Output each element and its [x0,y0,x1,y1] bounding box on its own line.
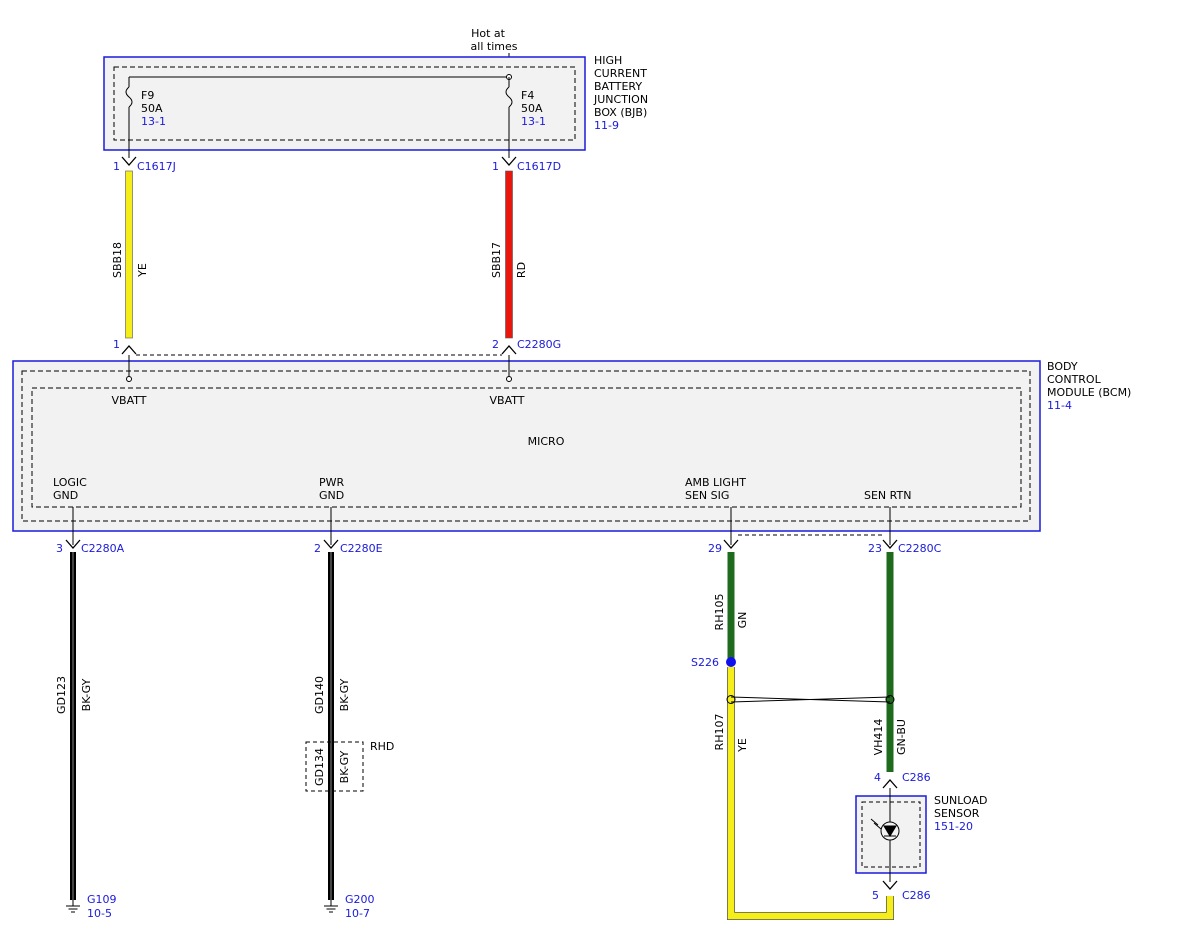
bjb-label-3: BATTERY [594,80,642,93]
fuse-f4-ref: 13-1 [521,115,546,128]
wire-rh105-circuit: RH105 [713,594,726,631]
c2280c-name: C2280C [898,542,942,555]
c1617j-pin: 1 [113,160,120,173]
c2280a-pin: 3 [56,542,63,555]
c286-top-name: C286 [902,771,931,784]
wire-gd140-circuit: GD140 [313,676,326,714]
bjb-label-2: CURRENT [594,67,647,80]
c2280e-name: C2280E [340,542,383,555]
bcm-label-1: BODY [1047,360,1078,373]
bcm-logic-gnd-line1: LOGIC [53,476,87,489]
bcm-ref: 11-4 [1047,399,1072,412]
wire-gd123-circuit: GD123 [55,676,68,714]
twisted-pair-icon [726,695,895,704]
fuse-f9-rating: 50A [141,102,163,115]
c2280g-name: C2280G [517,338,561,351]
c2280c-left-terminal-icon [723,539,739,549]
wire-vh414-circuit: VH414 [872,719,885,756]
c2280c-right-terminal-icon [882,539,898,549]
bcm-label-2: CONTROL [1047,373,1102,386]
splice-s226-dot [726,657,736,667]
wire-gd123-color: BK-GY [80,678,93,711]
wire-rh107-color: YE [736,738,749,753]
c286-top-terminal-icon [882,779,898,789]
bcm-pwr-gnd-line1: PWR [319,476,345,489]
c286-bottom-pin: 5 [872,889,879,902]
c2280g-right-terminal-icon [501,345,517,355]
wire-sbb18 [125,170,133,339]
bcm-amb-light-line1: AMB LIGHT [685,476,746,489]
wire-sbb18-circuit: SBB18 [111,242,124,278]
c2280e-terminal-icon [323,539,339,549]
ground-g200-icon [324,900,338,913]
bcm-box [12,355,1041,532]
fuse-f9-name: F9 [141,89,154,102]
wire-vh414-color: GN-BU [895,719,908,755]
ground-g200-name: G200 [345,893,375,906]
ground-g109-name: G109 [87,893,117,906]
bjb-label-5: BOX (BJB) [594,106,647,119]
bcm-pwr-gnd-line2: GND [319,489,344,502]
c2280a-name: C2280A [81,542,125,555]
wire-sbb17-color: RD [515,262,528,278]
wire-rh107-circuit: RH107 [713,714,726,751]
wire-gd134-circuit: GD134 [313,748,326,786]
c2280g-pin: 2 [492,338,499,351]
sunload-ref: 151-20 [934,820,973,833]
wire-vh414 [886,552,894,772]
c1617d-name: C1617D [517,160,561,173]
fuse-f4-rating: 50A [521,102,543,115]
rhd-option-box [305,741,364,792]
wire-gd134-color: BK-GY [338,750,351,783]
rhd-label: RHD [370,740,394,753]
sunload-label-1: SUNLOAD [934,794,987,807]
hot-at-label-line1: Hot at [471,27,506,40]
c1617j-terminal-icon [121,156,137,166]
c2280g-left-pin: 1 [113,338,120,351]
wire-rh107 [727,667,894,920]
c286-bottom-name: C286 [902,889,931,902]
c1617j-name: C1617J [137,160,176,173]
wire-sbb17 [505,170,513,339]
photodiode-icon [870,818,900,841]
wire-sbb17-circuit: SBB17 [490,242,503,278]
ground-g109-ref: 10-5 [87,907,112,920]
c2280c-left-pin: 29 [708,542,722,555]
ground-g109-icon [66,900,80,913]
wire-rh105-color: GN [736,612,749,629]
wire-gd140-color: BK-GY [338,678,351,711]
bjb-ref: 11-9 [594,119,619,132]
sunload-label-2: SENSOR [934,807,980,820]
wire-sbb18-color: YE [136,263,149,278]
hot-at-label-line2: all times [471,40,518,53]
fuse-f9-ref: 13-1 [141,115,166,128]
c1617d-pin: 1 [492,160,499,173]
bcm-sen-rtn: SEN RTN [864,489,911,502]
c2280g-left-terminal-icon [121,345,137,355]
bcm-amb-light-line2: SEN SIG [685,489,729,502]
wire-rh105 [727,552,735,662]
c286-bottom-terminal-icon [882,880,898,890]
bcm-logic-gnd-line2: GND [53,489,78,502]
bcm-vbatt-left: VBATT [112,394,147,407]
bjb-label-4: JUNCTION [593,93,648,106]
bcm-micro: MICRO [528,435,565,448]
splice-s226-label: S226 [691,656,719,669]
bjb-box [103,56,586,158]
ground-g200-ref: 10-7 [345,907,370,920]
c286-top-pin: 4 [874,771,881,784]
fuse-f4-name: F4 [521,89,534,102]
c1617d-terminal-icon [501,156,517,166]
bcm-label-3: MODULE (BCM) [1047,386,1131,399]
c2280c-pin: 23 [868,542,882,555]
bjb-label-1: HIGH [594,54,622,67]
bcm-vbatt-right: VBATT [490,394,525,407]
c2280e-pin: 2 [314,542,321,555]
c2280a-terminal-icon [65,539,81,549]
